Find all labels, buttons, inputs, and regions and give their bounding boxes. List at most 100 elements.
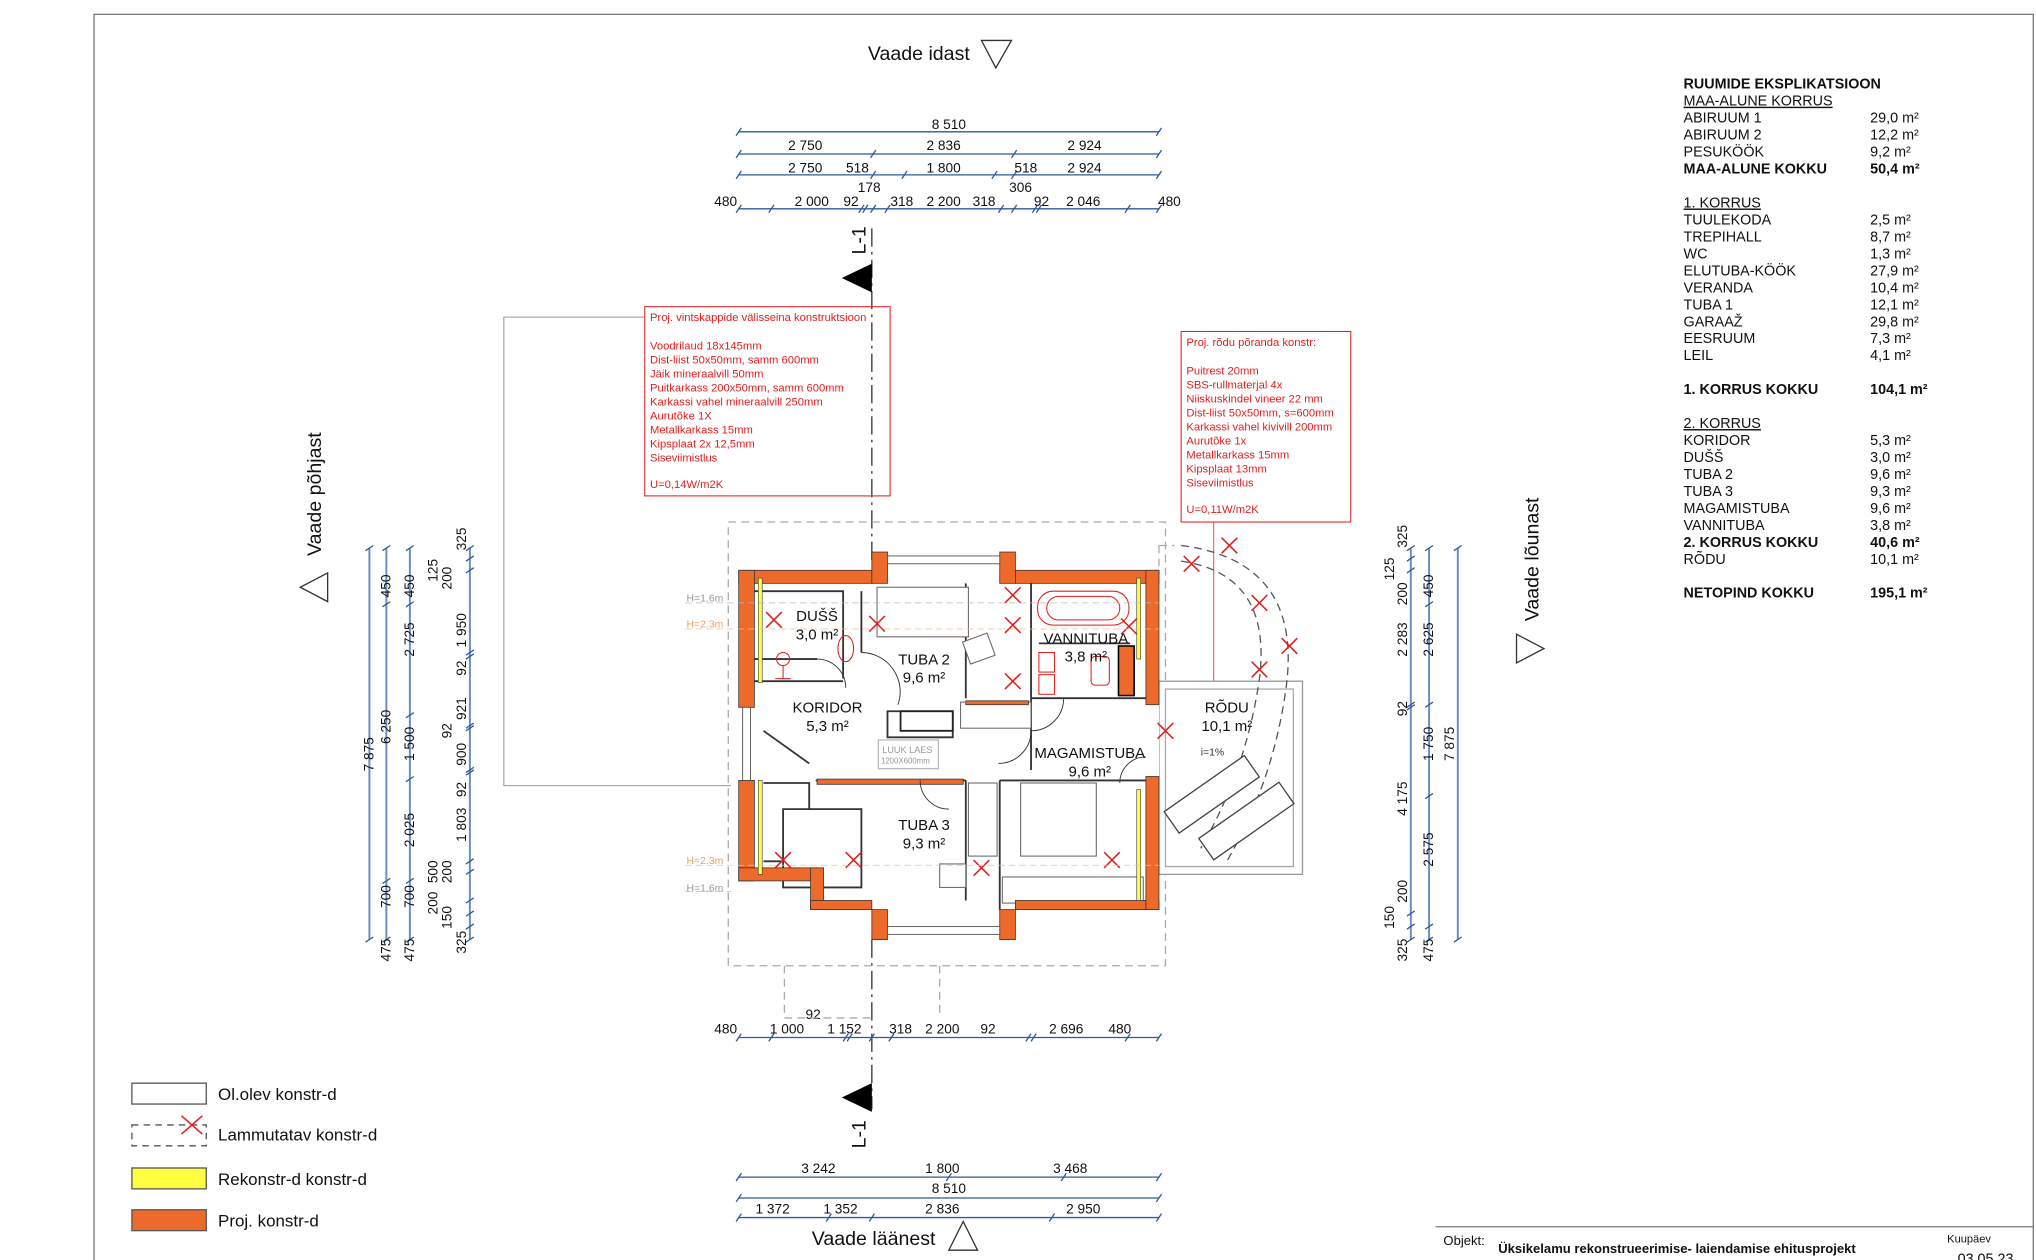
- demolition-x-icon: [1004, 586, 1022, 604]
- note-line: Niiskuskindel vineer 22 mm: [1186, 393, 1323, 405]
- view-east-triangle-icon: [980, 39, 1013, 70]
- dimension-tick: [365, 544, 374, 552]
- section-mark-bottom: L-1: [841, 939, 873, 1148]
- dimension-tick: [1424, 936, 1434, 943]
- dimension-tick: [1406, 923, 1416, 930]
- dimension-label: 480: [1158, 194, 1181, 209]
- dimension-tick: [465, 544, 475, 552]
- dimension-tick: [405, 711, 415, 719]
- explication-area: 12,2 m²: [1870, 128, 1919, 144]
- dimension-tick: [405, 877, 415, 885]
- dimension-tick: [1048, 1213, 1056, 1222]
- legend-label-renovated: Rekonstr-d konstr-d: [218, 1170, 367, 1189]
- dimension-label: 2 750: [788, 138, 823, 153]
- note-line: Aurutõke 1x: [1186, 435, 1246, 447]
- height-label-1: H=1.6m: [687, 594, 724, 605]
- dimension-label: 318: [973, 194, 996, 209]
- explication-area: 10,4 m²: [1870, 280, 1919, 296]
- dimension-tick: [1060, 1172, 1067, 1182]
- legend-swatch-demolish: [131, 1124, 207, 1147]
- dimension-tick: [405, 775, 415, 783]
- dimension-tick: [465, 649, 475, 656]
- explication-room: TREPIHALL: [1684, 229, 1762, 245]
- explication-room: MAA-ALUNE KORRUS: [1684, 94, 1833, 110]
- dimension-tick: [735, 1033, 742, 1042]
- demolition-x-icon: [973, 859, 990, 877]
- dimension-label: 92: [1034, 194, 1049, 209]
- explication-room: LEIL: [1684, 348, 1714, 364]
- dimension-label: 2 000: [795, 194, 830, 209]
- dimension-tick: [1155, 1213, 1163, 1222]
- dimension-label: 2 283: [1395, 622, 1410, 657]
- room-area: 9,6 m²: [1069, 763, 1112, 780]
- dimension-label: 1 950: [454, 613, 469, 648]
- roof-hatch-label: LUUK LAES: [882, 745, 932, 755]
- dimension-tick: [868, 1213, 875, 1222]
- demolition-x-icon: [1120, 618, 1138, 635]
- dimension-label: 450: [1421, 574, 1436, 597]
- svg-text:U=0,14W/m2K: U=0,14W/m2K: [650, 479, 724, 491]
- dimension-label: 92: [805, 1007, 820, 1022]
- room-name: DUŠŠ: [796, 608, 838, 625]
- dimension-tick: [1406, 936, 1416, 943]
- dimension-tick: [735, 1193, 742, 1203]
- dimension-label: 200: [440, 566, 455, 589]
- dimension-tick: [465, 769, 475, 776]
- room-name: VANNITUBA: [1043, 630, 1128, 647]
- explication-area: 29,8 m²: [1870, 314, 1919, 330]
- dimension-label: 325: [454, 930, 469, 953]
- room-name: TUBA 3: [898, 817, 950, 834]
- demolition-x-icon: [1281, 637, 1298, 655]
- dimension-label: 1 152: [827, 1022, 861, 1037]
- explication-room: 2. KORRUS: [1684, 416, 1761, 432]
- demolition-x-icon: [1251, 661, 1268, 678]
- renovated-walls: [757, 577, 1141, 901]
- view-west-label: Vaade läänest: [812, 1228, 936, 1250]
- dimension-tick: [884, 204, 891, 214]
- furniture: [876, 586, 1144, 904]
- explication-area: 9,6 m²: [1870, 467, 1911, 483]
- dimension-tick: [465, 722, 475, 729]
- dimension-tick: [735, 149, 742, 159]
- note-line: Karkassi vahel mineraalvill 250mm: [650, 397, 823, 409]
- title-block: Objekt: Üksikelamu rekonstrueerimise- la…: [1435, 1226, 2034, 1260]
- dimension-label: 178: [858, 180, 881, 195]
- dimension-label: 325: [1395, 938, 1410, 961]
- svg-text:L-1: L-1: [848, 226, 870, 254]
- dimension-label: 475: [378, 938, 393, 961]
- dimension-label: 518: [846, 160, 869, 175]
- dimension-tick: [382, 877, 391, 885]
- dimension-label: 318: [889, 1022, 912, 1037]
- dimension-tick: [1406, 555, 1416, 562]
- roof-hatch: [877, 739, 940, 770]
- dimension-label: 2 200: [926, 194, 961, 209]
- dimension-label: 2 750: [788, 160, 823, 175]
- dimension-label: 92: [440, 723, 455, 738]
- explication-room: GARAAŽ: [1684, 313, 1743, 330]
- dimension-tick: [825, 1213, 832, 1222]
- dimension-label: 518: [1014, 160, 1037, 175]
- room-name: KORIDOR: [792, 700, 862, 717]
- dimension-tick: [1155, 127, 1163, 137]
- explication-area: 1,3 m²: [1870, 246, 1911, 262]
- note-line: SBS-rullmaterjal 4x: [1186, 380, 1282, 392]
- explication-room: 2. KORRUS KOKKU: [1684, 535, 1819, 551]
- demolition-x-icon: [868, 615, 886, 633]
- svg-text:L-1: L-1: [848, 1120, 870, 1148]
- explication-room: TUBA 3: [1684, 484, 1733, 500]
- note-line: Aurutõke 1X: [650, 411, 712, 423]
- explication-room: TUULEKODA: [1684, 212, 1772, 228]
- explication-area: 10,1 m²: [1870, 552, 1919, 568]
- dimension-label: 200: [425, 891, 440, 914]
- dimension-label: 921: [454, 697, 469, 720]
- note-line: Voodrilaud 18x145mm: [650, 341, 762, 353]
- room-area: 9,6 m²: [903, 670, 946, 687]
- dimension-tick: [1025, 1033, 1032, 1042]
- dimension-label: 7 875: [1442, 726, 1457, 761]
- explication-area: 4,1 m²: [1870, 348, 1911, 364]
- dimension-tick: [1424, 544, 1434, 552]
- dimension-tick: [1010, 204, 1018, 214]
